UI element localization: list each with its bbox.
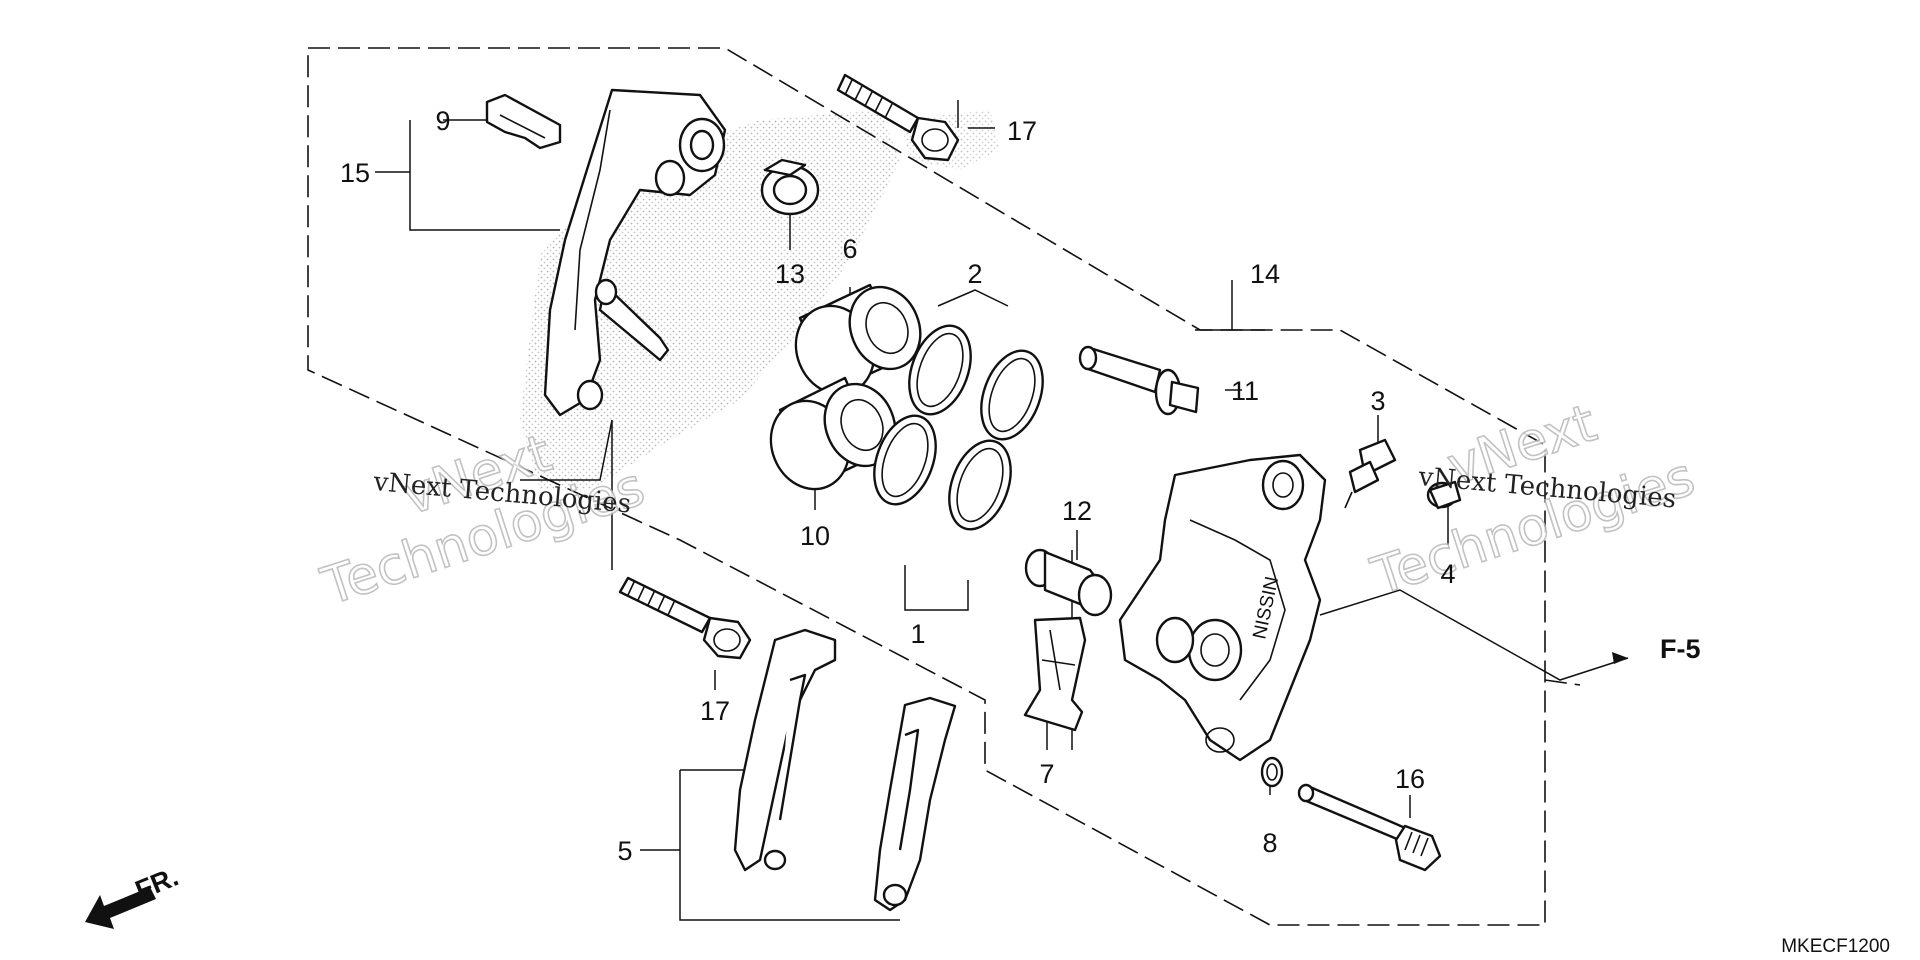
callout-2: 2 bbox=[967, 259, 982, 289]
callout-10: 10 bbox=[800, 521, 830, 551]
washer bbox=[1260, 756, 1284, 788]
callout-7: 7 bbox=[1039, 759, 1054, 789]
caliper-body: NISSIN bbox=[1118, 453, 1327, 762]
callout-4: 4 bbox=[1440, 559, 1455, 589]
callout-12: 12 bbox=[1062, 496, 1092, 526]
bolt-lower bbox=[618, 576, 752, 660]
diagram-code: MKECF1200 bbox=[1781, 936, 1890, 957]
brake-pad-left bbox=[733, 628, 837, 872]
assembly-outline bbox=[307, 47, 1581, 926]
section-reference: F-5 bbox=[1612, 634, 1701, 664]
callout-17-lower: 17 bbox=[700, 696, 730, 726]
slide-pin bbox=[1078, 345, 1200, 416]
callout-labels: 1 2 3 4 5 6 7 8 9 10 11 12 13 14 15 16 1… bbox=[340, 106, 1456, 866]
front-mark-label: FR. bbox=[131, 861, 183, 905]
callout-17-upper: 17 bbox=[1007, 116, 1037, 146]
callout-15: 15 bbox=[340, 158, 370, 188]
piston-upper bbox=[794, 283, 922, 396]
watermark-right: vNext Technologies vNext Technologies bbox=[1364, 393, 1703, 609]
piston-seals bbox=[873, 324, 1044, 531]
reference-arrowhead bbox=[1612, 652, 1628, 664]
boot-seal bbox=[760, 158, 820, 216]
callout-14: 14 bbox=[1250, 259, 1280, 289]
piston-lower bbox=[769, 376, 897, 491]
callout-13: 13 bbox=[775, 259, 805, 289]
pad-clip bbox=[485, 93, 562, 150]
callout-9: 9 bbox=[435, 106, 450, 136]
callout-11: 11 bbox=[1231, 376, 1259, 406]
callout-3: 3 bbox=[1370, 386, 1385, 416]
pad-pin bbox=[1024, 548, 1113, 617]
front-indicator: FR. bbox=[85, 861, 183, 929]
callout-6: 6 bbox=[842, 234, 857, 264]
bleeder-valve bbox=[1344, 438, 1397, 509]
section-ref-label: F-5 bbox=[1660, 634, 1701, 664]
callout-5: 5 bbox=[617, 836, 632, 866]
caliper-bracket bbox=[543, 88, 727, 417]
callout-8: 8 bbox=[1262, 828, 1277, 858]
bolt-upper bbox=[836, 73, 960, 162]
bleeder-cap bbox=[1426, 480, 1462, 510]
callout-16: 16 bbox=[1395, 764, 1425, 794]
brake-pad-right bbox=[873, 696, 957, 912]
front-arrow-icon bbox=[85, 887, 156, 929]
pad-spring bbox=[1023, 616, 1087, 732]
pin-bolt bbox=[1297, 783, 1442, 872]
callout-1: 1 bbox=[910, 619, 925, 649]
